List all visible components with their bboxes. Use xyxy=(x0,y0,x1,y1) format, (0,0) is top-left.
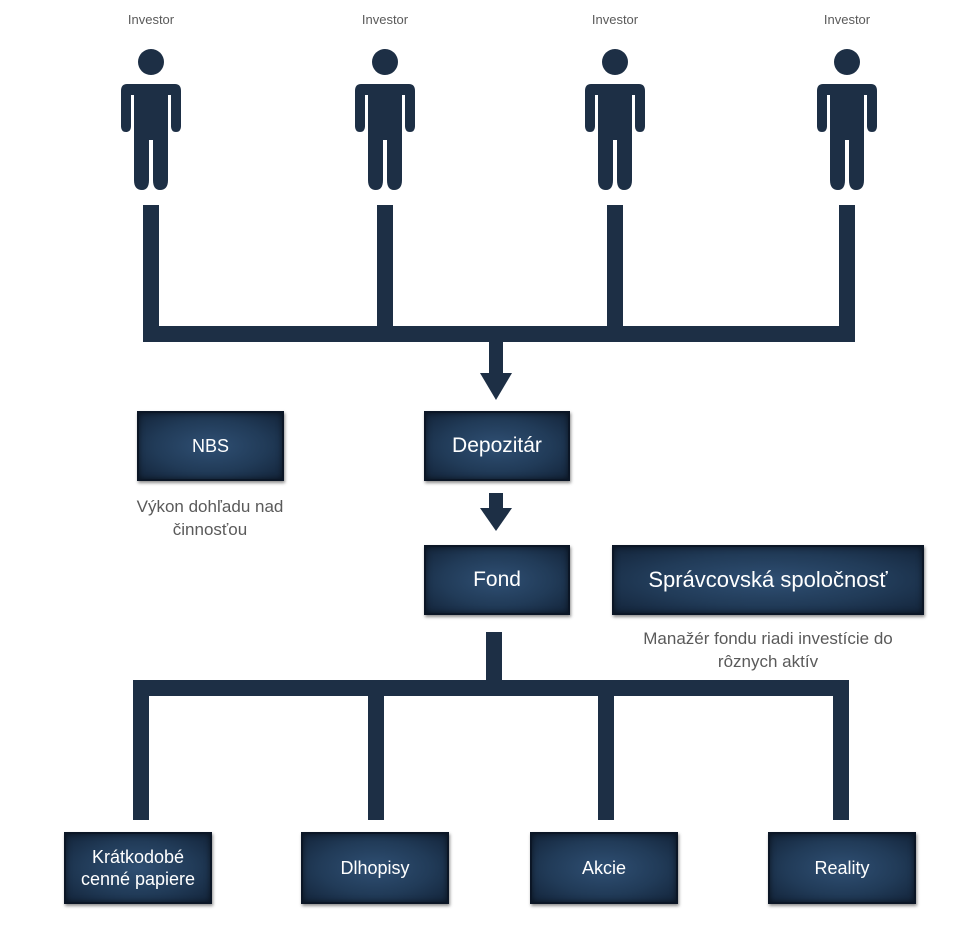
nbs-description-line: Výkon dohľadu nad xyxy=(136,497,284,516)
investor-label: Investor xyxy=(361,12,409,27)
nbs-description-line: činnosťou xyxy=(172,519,248,539)
asset-box-dlhopisy: Dlhopisy xyxy=(301,832,449,904)
asset-box-akcie: Akcie xyxy=(530,832,678,904)
person-icon xyxy=(355,49,415,190)
asset-label: cenné papiere xyxy=(80,869,196,889)
investor-collector-lines xyxy=(143,205,855,342)
spravcovska-description-line: rôznych aktív xyxy=(717,651,819,671)
fond-label: Fond xyxy=(473,567,521,591)
investor-label: Investor xyxy=(591,12,639,27)
investor-label: Investor xyxy=(127,12,175,27)
investor-label: Investor xyxy=(823,12,871,27)
spravcovska-box: Správcovská spoločnosť xyxy=(612,545,924,615)
arrow-to-depozitar xyxy=(480,342,512,400)
asset-box-reality: Reality xyxy=(768,832,916,904)
depozitar-label: Depozitár xyxy=(452,433,542,457)
asset-label: Akcie xyxy=(581,857,626,878)
spravcovska-description: Manažér fondu riadi investície do rôznyc… xyxy=(598,628,938,674)
asset-label: Reality xyxy=(814,857,870,878)
asset-label: Dlhopisy xyxy=(340,857,410,878)
fond-box: Fond xyxy=(424,545,570,615)
spravcovska-description-line: Manažér fondu riadi investície do xyxy=(643,629,893,648)
person-icon xyxy=(585,49,645,190)
person-icon xyxy=(121,49,181,190)
spravcovska-label: Správcovská spoločnosť xyxy=(648,567,888,593)
fund-distribution-lines xyxy=(133,632,849,820)
nbs-description: Výkon dohľadu nad činnosťou xyxy=(90,496,330,542)
nbs-box: NBS xyxy=(137,411,284,481)
asset-box-kratkodobe: Krátkodobé cenné papiere xyxy=(64,832,212,904)
person-icon xyxy=(817,49,877,190)
nbs-label: NBS xyxy=(191,435,229,456)
arrow-to-fond xyxy=(480,493,512,531)
asset-label: Krátkodobé xyxy=(91,846,185,867)
depozitar-box: Depozitár xyxy=(424,411,570,481)
